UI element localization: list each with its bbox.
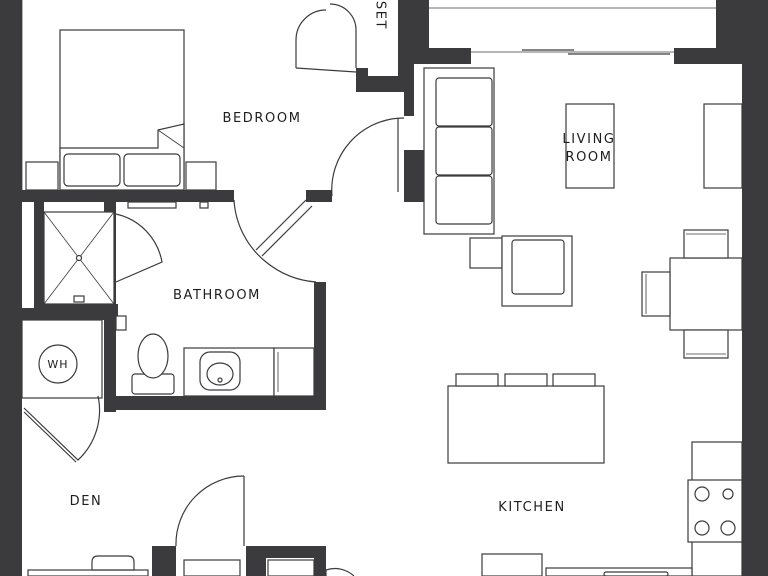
wall-left-outer [0,0,22,576]
wall-wh-top [14,308,110,320]
wall-top-living-left [413,0,429,52]
dining-chair-bottom [683,329,729,359]
sofa-cushion-1 [435,77,493,127]
wh-closet-outline [21,319,103,399]
sofa-cushion-2 [435,126,493,176]
armchair-seat [511,239,565,295]
den-closet-door [325,567,355,576]
den-furniture [27,555,315,576]
kitchen-label: KITCHEN [498,500,566,515]
living-room-label-line2: ROOM [565,150,612,165]
vanity-basin [206,362,234,386]
dishwasher [481,553,543,576]
wall-right-outer [742,0,768,576]
kitchen-sink [603,571,669,576]
pillow-right [123,153,181,187]
nightstand-right [185,161,217,191]
closet-door-right [329,3,357,68]
doors [23,3,716,576]
wall-den-closet-post [246,546,266,576]
dining-chair-top [683,229,729,259]
den-desk [27,569,149,576]
wall-bath-right [314,282,326,410]
wall-top-living-header [413,48,471,64]
room-labels: CLOSET BEDROOM LIVING ROOM BATHROOM DEN … [70,0,615,515]
den-closet-shelf [183,559,241,576]
bedroom-furniture [21,0,217,191]
side-table [469,237,503,269]
living-furniture [423,67,743,359]
media-console [703,103,743,189]
bedroom-door-swing [331,117,405,197]
wall-bedroom-bottom-stub [306,190,332,202]
bed-fold-line [157,129,185,149]
closet-door-left [295,9,327,68]
closet-label: CLOSET [373,0,388,30]
shower-door-swing [115,213,163,283]
water-heater [38,344,78,384]
bathroom-door-swing [233,199,267,263]
closet-door-sill [295,67,357,73]
wall-living-partition [404,150,424,202]
bathroom-door-leaf-b [261,205,313,257]
wall-den-bottom-mid [152,546,162,576]
den-closet-box [267,559,315,576]
sofa-cushion-3 [435,175,493,225]
water-heater-closet: WH [21,319,103,399]
bath-cabinet [273,347,315,397]
bathroom-door-leaf-a [255,199,307,251]
wh-label: WH [47,358,68,371]
living-room-label-line1: LIVING [562,132,615,147]
kitchen-island [447,385,605,464]
wh-door-swing [23,395,101,461]
den-label: DEN [70,494,103,509]
burner-4 [720,520,736,536]
den-door-swing [175,475,245,547]
wall-bath-left [34,190,44,310]
burner-3 [694,520,710,536]
coffee-table [565,103,615,189]
bar-stool-2 [504,373,548,387]
wall-bath-bottom [104,396,326,410]
shower-drain [75,254,83,262]
bathroom-fixtures [43,201,315,397]
dining-table [669,257,743,331]
wall-top-living-right [674,48,744,64]
den-chair [91,555,135,571]
toilet-bowl [137,333,169,379]
bathroom-door-arc2 [265,261,317,283]
wall-bedroom-bottom [14,190,234,202]
wall-closet-bottom [356,76,414,92]
vanity-faucet [217,377,223,383]
bathroom-label: BATHROOM [173,288,261,303]
bar-stool-1 [455,373,499,387]
bath-grab-bar [115,315,127,331]
pillow-left [63,153,121,187]
towel-bar [127,201,177,209]
shower-valve [73,295,85,303]
towel-hook [199,201,209,209]
wall-closet-stub [356,68,368,92]
burner-2 [722,488,734,500]
wh-door-leaf [23,411,77,463]
nightstand-left [25,161,59,191]
bar-stool-3 [552,373,596,387]
kitchen-fixtures [447,373,743,576]
dining-chair-left [641,271,671,317]
bedroom-label: BEDROOM [222,111,301,126]
wall-closet-right [398,0,414,92]
wall-den-closet-right [314,546,326,576]
wall-bedroom-east [404,92,414,116]
burner-1 [694,486,710,502]
